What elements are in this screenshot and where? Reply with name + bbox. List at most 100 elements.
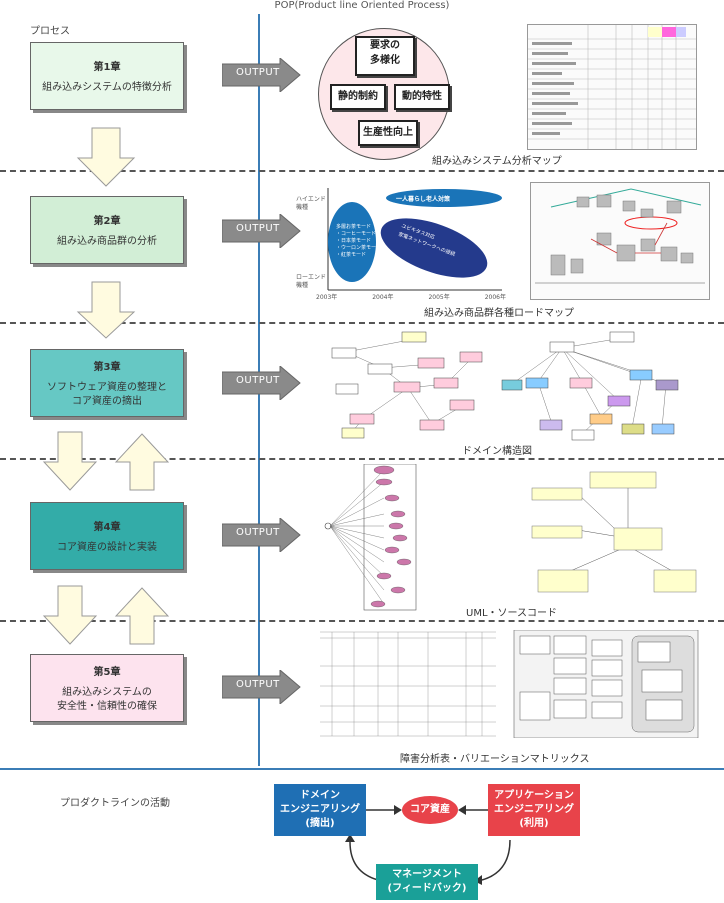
output-caption-5: 障害分析表・バリエーションマトリックス xyxy=(400,754,590,765)
output-caption-1: 組み込みシステム分析マップ xyxy=(432,156,562,167)
chapter-2-desc: 組み込み商品群の分析 xyxy=(57,235,157,247)
up-arrow-icon xyxy=(114,587,170,645)
roadmap-ellipse-1-label: 一人暮らし老人対策 xyxy=(396,196,451,203)
roadmap-ellipse-2-line1: 多層お茶モード xyxy=(336,224,372,230)
chapter-1-desc: 組み込みシステムの特徴分析 xyxy=(42,81,172,93)
roadmap-y-low-line2: 機種 xyxy=(296,282,309,289)
management-box: マネージメント (フィードバック) xyxy=(376,864,478,900)
roadmap-y-high-line1: ハイエンド xyxy=(296,196,326,203)
chapter-5-title: 第5章 xyxy=(93,666,121,678)
roadmap-y-low: ローエンド 機種 xyxy=(296,274,326,290)
bottom-divider xyxy=(0,768,724,770)
roadmap-ellipse-2-line3: ・日本茶モード xyxy=(336,238,372,244)
output-arrow-4: OUTPUT xyxy=(221,516,302,554)
application-engineering-line3: (利用) xyxy=(519,818,549,829)
roadmap-y-high: ハイエンド 機種 xyxy=(296,196,326,212)
down-arrow-icon xyxy=(76,281,136,339)
map-box-requirements-line2: 多様化 xyxy=(370,55,400,66)
output-caption-2: 組み込み商品群各種ロードマップ xyxy=(424,308,574,319)
domain-structure-diagram xyxy=(331,331,679,441)
roadmap-year: 2004年 xyxy=(372,294,394,301)
roadmap-ellipse-2-line2: ・コーヒーモード xyxy=(336,231,377,237)
roadmap-ellipse-1 xyxy=(386,189,502,207)
chapter-5-desc-line1: 組み込みシステムの xyxy=(62,686,152,698)
output-label: OUTPUT xyxy=(236,679,280,690)
management-line2: (フィードバック) xyxy=(387,883,467,894)
section-divider-1 xyxy=(0,170,724,172)
core-assets-ellipse: コア資産 xyxy=(402,796,458,824)
map-box-requirements: 要求の 多様化 xyxy=(355,36,415,76)
output-arrow-2: OUTPUT xyxy=(221,212,302,250)
home-network-thumbnail xyxy=(530,182,710,300)
section-divider-2 xyxy=(0,322,724,324)
analysis-table-thumbnail xyxy=(527,24,697,150)
section-divider-3 xyxy=(0,458,724,460)
application-engineering-line2: エンジニアリング xyxy=(494,804,574,815)
chapter-5-box: 第5章 組み込みシステムの 安全性・信頼性の確保 xyxy=(30,654,184,722)
down-arrow-icon xyxy=(42,585,98,645)
down-arrow-icon xyxy=(76,127,136,187)
roadmap-x-axis: 2003年 2004年 2005年 2006年 xyxy=(316,292,506,301)
application-engineering-box: アプリケーション エンジニアリング (利用) xyxy=(488,784,580,836)
arrow-up-icon xyxy=(345,834,355,842)
roadmap-ellipse-2-line4: ・ウーロン茶モード xyxy=(336,245,382,251)
roadmap-year: 2005年 xyxy=(428,294,450,301)
roadmap-year: 2006年 xyxy=(484,294,506,301)
product-line-label: プロダクトラインの活動 xyxy=(60,798,170,809)
uml-diagram xyxy=(324,464,697,611)
management-line1: マネージメント xyxy=(392,869,462,880)
roadmap-y-high-line2: 機種 xyxy=(296,204,309,211)
domain-engineering-line1: ドメイン xyxy=(300,790,340,801)
page-title: POP(Product line Oriented Process) xyxy=(274,0,450,11)
chapter-3-title: 第3章 xyxy=(93,361,121,373)
up-arrow-icon xyxy=(114,433,170,491)
arrow-right-icon xyxy=(394,805,402,815)
chapter-5-desc-line2: 安全性・信頼性の確保 xyxy=(57,700,157,712)
roadmap-ellipse-2-label: 多層お茶モード ・コーヒーモード ・日本茶モード ・ウーロン茶モード ・紅茶モー… xyxy=(336,224,381,259)
flow-arrows xyxy=(42,127,170,645)
map-box-requirements-line1: 要求の xyxy=(370,40,400,51)
right-arrow-icon xyxy=(221,212,301,250)
application-engineering-line1: アプリケーション xyxy=(494,790,574,801)
roadmap-ellipse-3 xyxy=(380,218,488,278)
chapter-3-desc-line1: ソフトウェア資産の整理と xyxy=(47,381,167,393)
map-box-dynamic: 動的特性 xyxy=(394,84,450,110)
activity-cycle-arrows xyxy=(345,805,511,885)
output-arrow-3: OUTPUT xyxy=(221,364,302,402)
chapter-2-title: 第2章 xyxy=(93,215,121,227)
output-label: OUTPUT xyxy=(236,527,280,538)
domain-engineering-line3: (摘出) xyxy=(305,818,335,829)
map-box-productivity: 生産性向上 xyxy=(358,120,418,146)
output-label: OUTPUT xyxy=(236,67,280,78)
chapter-4-desc: コア資産の設計と実装 xyxy=(57,541,157,553)
section-divider-4 xyxy=(0,620,724,622)
right-arrow-icon xyxy=(221,364,301,402)
right-arrow-icon xyxy=(221,668,301,706)
chapter-3-box: 第3章 ソフトウェア資産の整理と コア資産の摘出 xyxy=(30,349,184,417)
right-arrow-icon xyxy=(221,56,301,94)
map-box-static: 静的制約 xyxy=(330,84,386,110)
output-arrow-5: OUTPUT xyxy=(221,668,302,706)
output-label: OUTPUT xyxy=(236,375,280,386)
chapter-1-box: 第1章 組み込みシステムの特徴分析 xyxy=(30,42,184,110)
failure-analysis-thumbnail xyxy=(320,630,699,738)
roadmap-ellipse-2 xyxy=(328,202,376,282)
chapter-4-title: 第4章 xyxy=(93,521,121,533)
chapter-1-title: 第1章 xyxy=(93,61,121,73)
domain-engineering-box: ドメイン エンジニアリング (摘出) xyxy=(274,784,366,836)
chapter-3-desc-line2: コア資産の摘出 xyxy=(72,395,142,407)
output-caption-4: UML・ソースコード xyxy=(466,608,558,619)
roadmap-ellipse-2-line5: ・紅茶モード xyxy=(336,252,367,258)
output-arrow-1: OUTPUT xyxy=(221,56,302,94)
arrow-down-icon xyxy=(474,875,482,885)
arrow-left-icon xyxy=(458,805,466,815)
down-arrow-icon xyxy=(42,431,98,491)
right-arrow-icon xyxy=(221,516,301,554)
chapter-2-box: 第2章 組み込み商品群の分析 xyxy=(30,196,184,264)
chapter-4-box: 第4章 コア資産の設計と実装 xyxy=(30,502,184,570)
roadmap-chart xyxy=(327,188,502,291)
output-caption-3: ドメイン構造図 xyxy=(462,446,532,457)
process-label: プロセス xyxy=(30,26,70,37)
roadmap-y-low-line1: ローエンド xyxy=(296,274,327,281)
output-label: OUTPUT xyxy=(236,223,280,234)
